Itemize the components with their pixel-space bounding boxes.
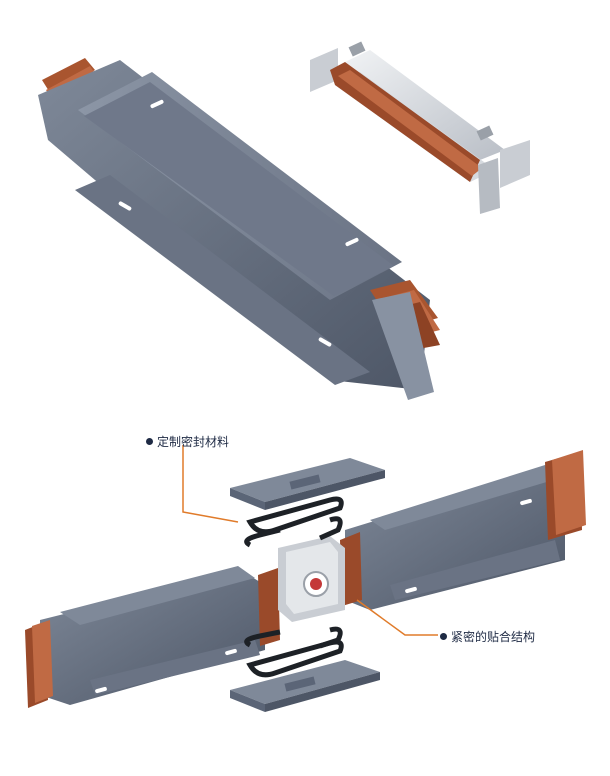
callout-sealing-text: 定制密封材料 xyxy=(157,435,230,449)
leader-line-fit xyxy=(356,599,438,636)
sealing-gasket-bottom xyxy=(244,626,344,678)
busway-section-enclosed xyxy=(38,58,440,400)
bullet-dot xyxy=(440,633,447,640)
callout-sealing-material: 定制密封材料 xyxy=(146,433,229,450)
joint-assembly-exploded xyxy=(25,450,586,712)
joint-block xyxy=(278,536,345,622)
busbar-conductor-assembly xyxy=(310,41,530,214)
busway-section-left xyxy=(25,566,280,708)
sealing-gasket-top xyxy=(244,496,344,548)
callout-fit-text: 紧密的贴合结构 xyxy=(451,630,536,644)
busway-section-right xyxy=(340,450,586,610)
leader-line-sealing xyxy=(182,445,239,523)
callout-tight-fit-structure: 紧密的贴合结构 xyxy=(440,628,535,645)
bullet-dot xyxy=(146,438,153,445)
top-cover-plate xyxy=(230,458,385,510)
bottom-cover-plate xyxy=(230,660,380,712)
